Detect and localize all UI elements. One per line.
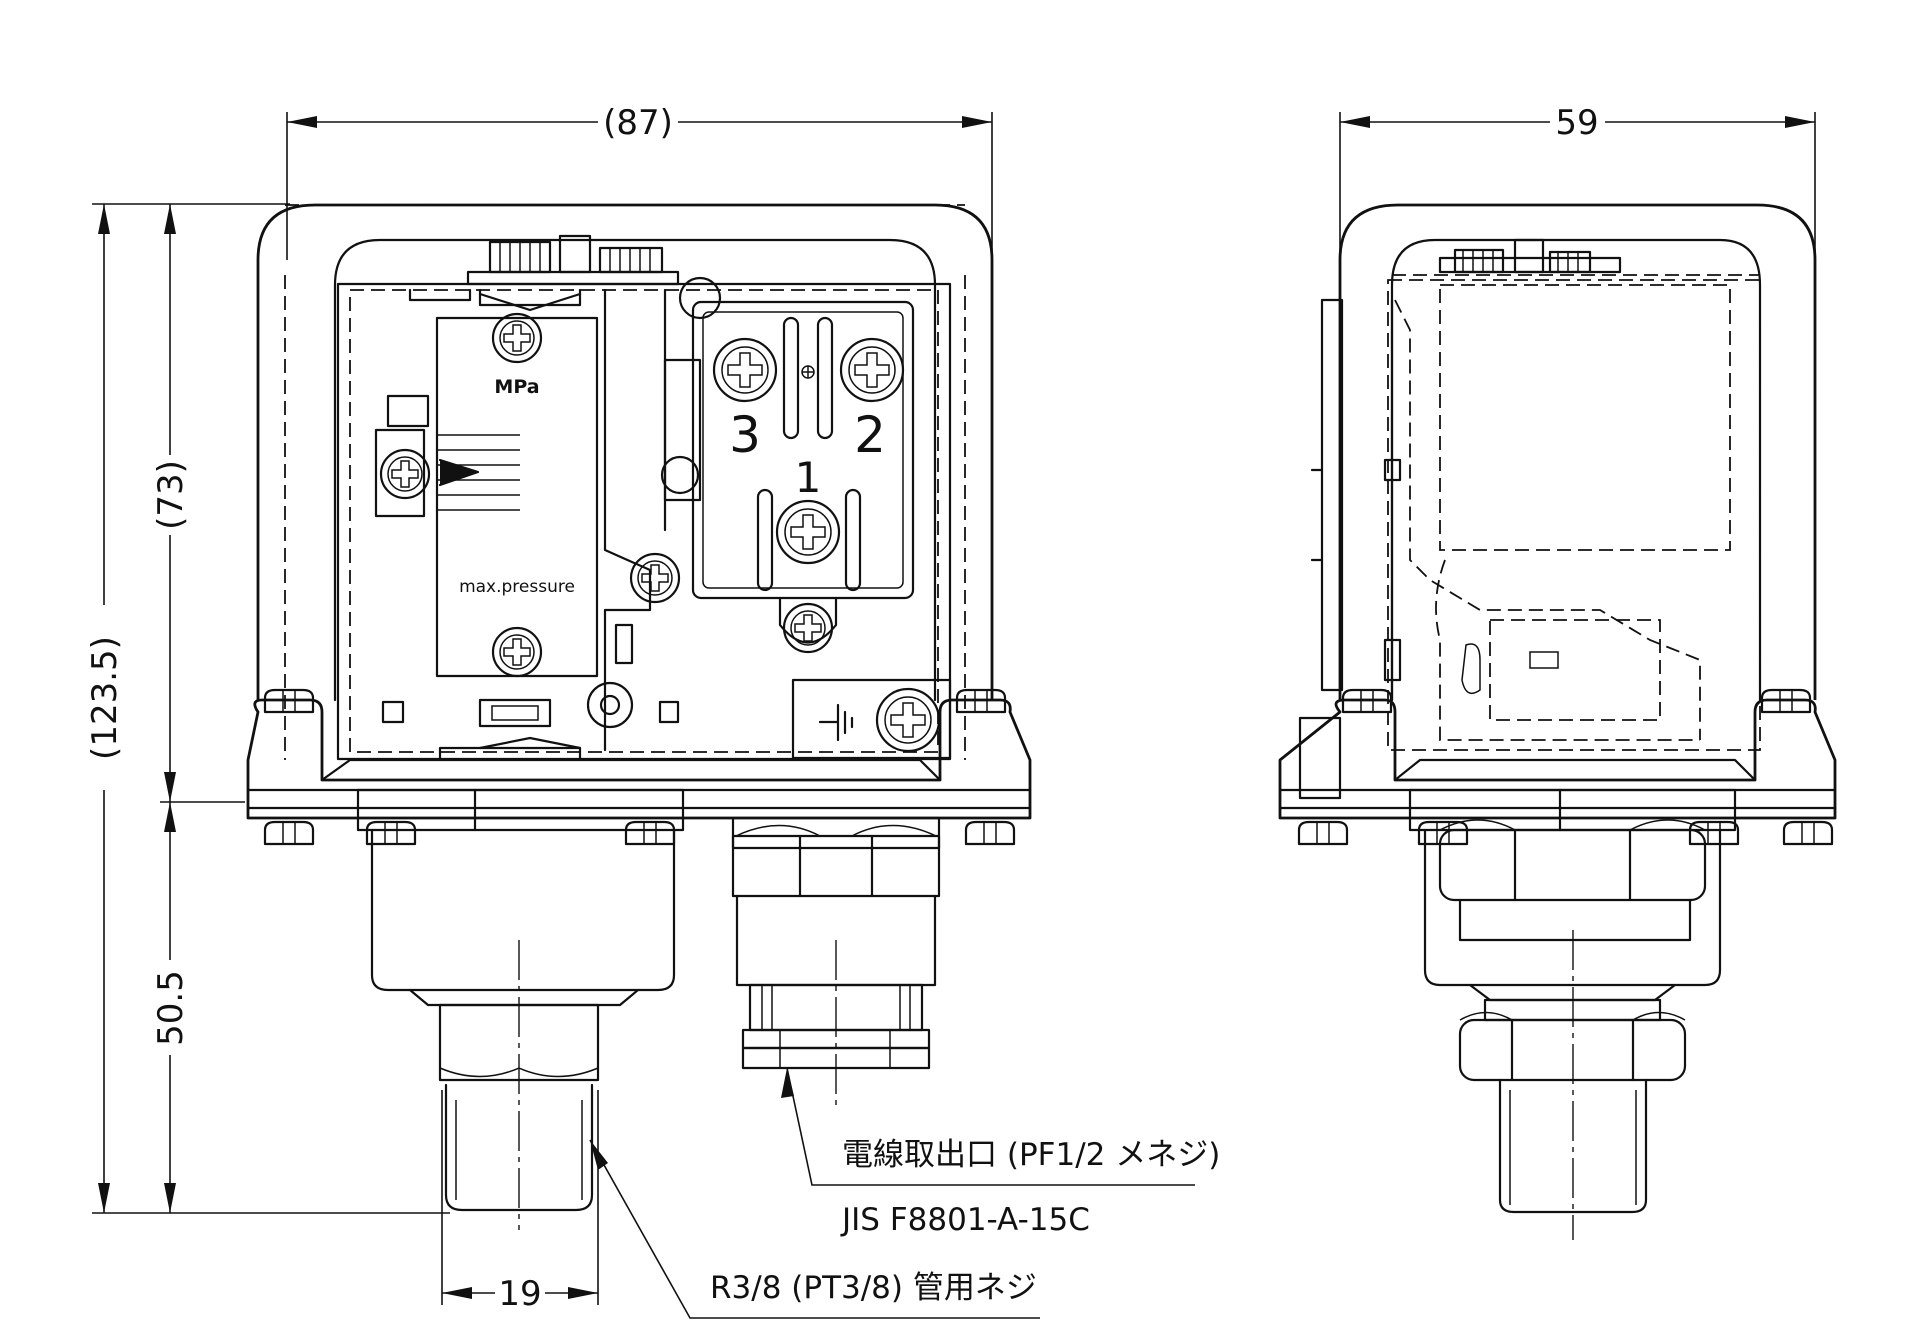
side-width-dimension: 59 <box>1555 103 1598 143</box>
overall-height-dimension: (123.5) <box>85 636 125 760</box>
front-base <box>246 688 1032 846</box>
adjust-knobs <box>466 234 680 286</box>
side-view <box>1278 203 1837 1240</box>
pipe-thread-note: R3/8 (PT3/8) 管用ネジ <box>710 1270 1037 1306</box>
scale-plate: MPa max.pressure <box>435 312 599 678</box>
pointer-bracket <box>374 394 431 518</box>
max-pressure-label: max.pressure <box>459 577 575 597</box>
front-width-dimension: (87) <box>603 103 673 143</box>
ground-terminal <box>791 678 952 760</box>
cable-gland <box>731 816 941 1110</box>
terminal-3-label: 3 <box>729 406 761 464</box>
lower-height-dimension: 50.5 <box>151 970 191 1046</box>
terminal-block: 3 2 1 <box>691 300 915 654</box>
cable-outlet-note: 電線取出口 (PF1/2 メネジ) <box>842 1137 1220 1173</box>
lever <box>586 276 722 752</box>
unit-label: MPa <box>494 376 539 398</box>
dimensions: (87) 59 (123.5) (73) 50.5 <box>85 103 1816 1314</box>
front-view: MPa max.pressure <box>246 203 1032 1230</box>
port-width-dimension: 19 <box>498 1274 541 1314</box>
annotations: 電線取出口 (PF1/2 メネジ) JIS F8801-A-15C R3/8 (… <box>589 1067 1220 1319</box>
cable-standard-note: JIS F8801-A-15C <box>840 1202 1090 1238</box>
pressure-port <box>370 828 676 1230</box>
terminal-1-label: 1 <box>795 453 822 502</box>
terminal-2-label: 2 <box>854 406 886 464</box>
upper-height-dimension: (73) <box>151 460 191 530</box>
